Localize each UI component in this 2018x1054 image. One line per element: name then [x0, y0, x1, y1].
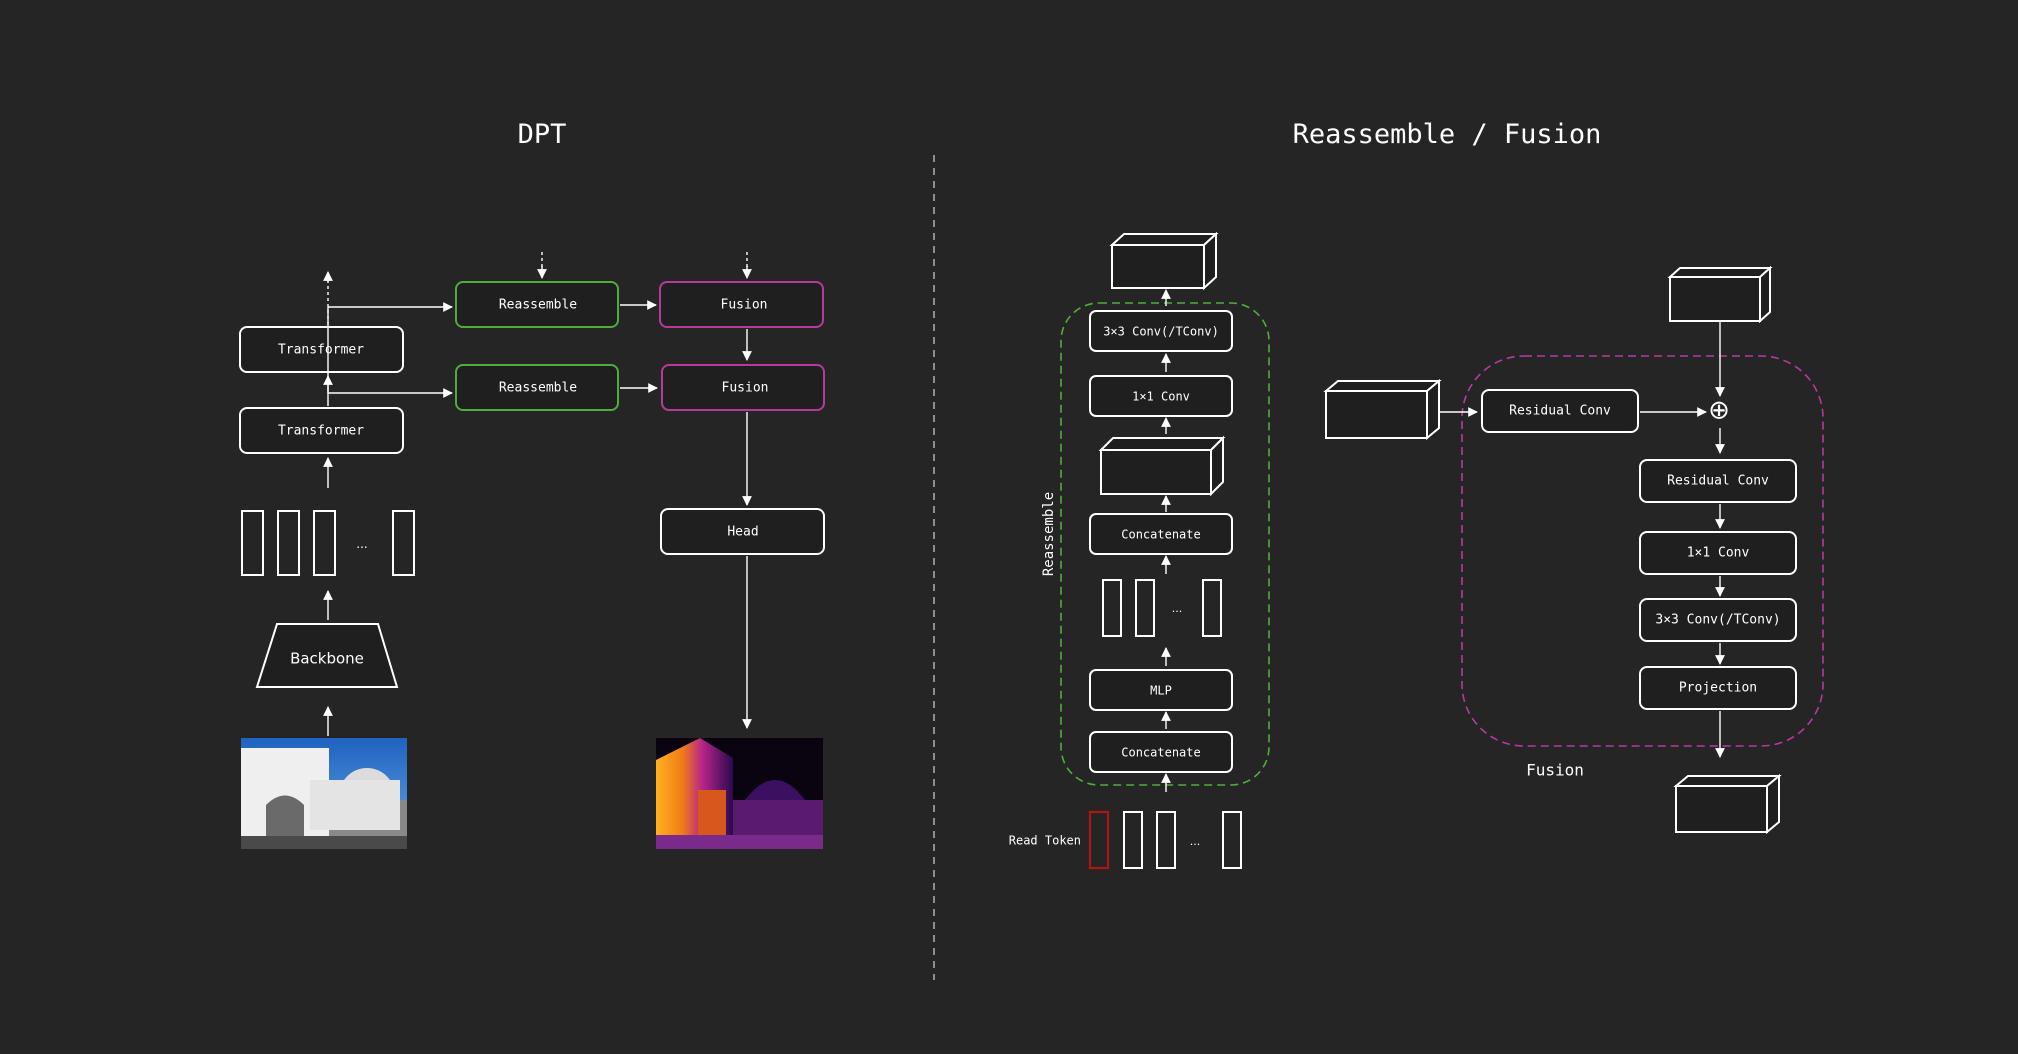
- reassemble-concatenate-bottom-block: [1089, 731, 1233, 773]
- fusion-conv1-label: 1×1 Conv: [1687, 546, 1750, 561]
- fusion-group-outline: [1461, 355, 1824, 747]
- token: [1202, 579, 1222, 637]
- token-sequence: ...: [241, 510, 415, 576]
- output-depth-map: [656, 738, 823, 849]
- projection-block: [1639, 666, 1797, 710]
- fusion-input-volume: [1323, 378, 1442, 441]
- fusion-residual-conv-label: Residual Conv: [1667, 474, 1769, 489]
- backbone-block: [255, 623, 399, 688]
- dpt-title: DPT: [518, 119, 567, 150]
- fusion-group-label: Fusion: [1526, 761, 1584, 780]
- backbone-label: Backbone: [290, 650, 364, 668]
- fusion-conv3-block: [1639, 598, 1797, 642]
- token: [1222, 811, 1242, 869]
- read-token-label: Read Token: [1009, 834, 1081, 848]
- reassemble-token-sequence: ...: [1102, 579, 1222, 637]
- reassemble-conv1-block: [1089, 375, 1233, 417]
- token: [277, 510, 300, 576]
- reassemble-group-outline: [1060, 302, 1270, 786]
- token: [392, 510, 415, 576]
- reassemble-conv3-label: 3×3 Conv(/TConv): [1103, 325, 1219, 339]
- reassemble-group-label: Reassemble: [1041, 492, 1057, 576]
- reassemble-conv3-block: [1089, 310, 1233, 352]
- input-image: [241, 738, 407, 849]
- reassemble-mlp-block: [1089, 669, 1233, 711]
- fusion-residual-conv-block: [1639, 459, 1797, 503]
- residual-conv-left-block: [1481, 389, 1639, 433]
- reassemble-block-top: [455, 281, 619, 328]
- reassemble-output-volume: [1109, 231, 1219, 291]
- transformer-block-top: [239, 326, 404, 373]
- token: [1102, 579, 1122, 637]
- fusion-bottom-label: Fusion: [722, 381, 769, 396]
- fusion-block-top: [659, 281, 824, 328]
- reassemble-conv1-label: 1×1 Conv: [1132, 390, 1190, 404]
- input-token-ellipsis: ...: [1190, 835, 1201, 848]
- fusion-top-label: Fusion: [721, 298, 768, 313]
- reassemble-fusion-title: Reassemble / Fusion: [1293, 119, 1602, 150]
- read-token: [1088, 810, 1110, 870]
- transformer-block-bottom: [239, 407, 404, 454]
- head-block: [660, 508, 825, 555]
- fusion-skip-volume: [1667, 265, 1773, 324]
- reassemble-intermediate-volume: [1098, 435, 1226, 497]
- reassemble-concatenate-bottom-label: Concatenate: [1121, 746, 1200, 760]
- dpt-architecture: Backbone ... Transformer Transformer Rea…: [239, 252, 825, 849]
- token: [313, 510, 336, 576]
- reassemble-detail: Reassemble 3×3 Conv(/TConv) 1×1 Conv Con…: [1009, 231, 1270, 870]
- residual-conv-left-label: Residual Conv: [1509, 404, 1611, 419]
- token: [241, 510, 264, 576]
- reassemble-top-label: Reassemble: [499, 298, 577, 313]
- transformer-top-label: Transformer: [278, 343, 364, 358]
- token: [1123, 811, 1143, 869]
- fusion-conv3-label: 3×3 Conv(/TConv): [1655, 613, 1780, 628]
- projection-label: Projection: [1679, 681, 1757, 696]
- fusion-output-volume: [1673, 773, 1782, 835]
- reassemble-mlp-label: MLP: [1150, 684, 1172, 698]
- reassemble-bottom-label: Reassemble: [499, 381, 577, 396]
- token-ellipsis: ...: [356, 537, 367, 551]
- sum-icon: ⊕: [1708, 396, 1730, 426]
- fusion-block-bottom: [661, 364, 825, 411]
- fusion-detail: Fusion Residual Conv ⊕ Residual Conv 1×1…: [1323, 265, 1824, 835]
- token: [1156, 811, 1176, 869]
- head-label: Head: [727, 525, 758, 540]
- reassemble-concatenate-top-block: [1089, 513, 1233, 555]
- reassemble-concatenate-top-label: Concatenate: [1121, 528, 1200, 542]
- fusion-conv1-block: [1639, 531, 1797, 575]
- reassemble-block-bottom: [455, 364, 619, 411]
- transformer-bottom-label: Transformer: [278, 424, 364, 439]
- token-ellipsis: ...: [1172, 602, 1183, 615]
- token: [1135, 579, 1155, 637]
